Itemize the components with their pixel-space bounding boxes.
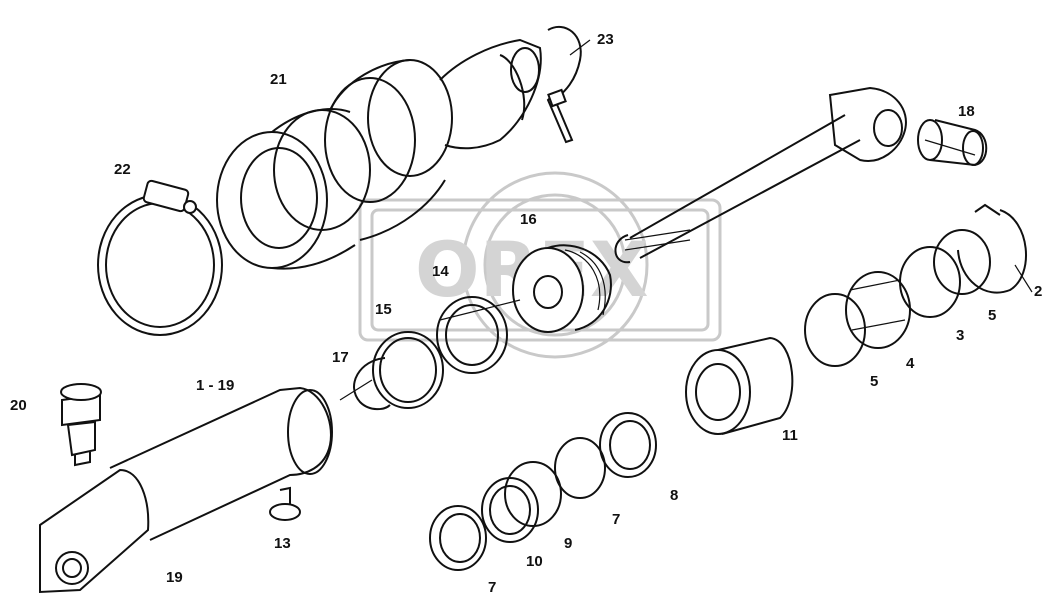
- ring-5-upper: [933, 229, 991, 295]
- circlip: [353, 357, 391, 411]
- callout-21: 21: [270, 71, 287, 88]
- rod-seal-4: [845, 271, 911, 349]
- leader-lines: [339, 39, 1033, 401]
- cylinder-barrel: [39, 386, 333, 594]
- callout-9: 9: [564, 535, 572, 552]
- grease-nipple: [60, 383, 102, 467]
- callout-7-upper: 7: [612, 511, 620, 528]
- ring-7-lower: [429, 505, 487, 571]
- callout-15: 15: [375, 301, 392, 318]
- piston: [512, 244, 612, 333]
- snap-ring: [957, 203, 1027, 294]
- callout-16: 16: [520, 211, 537, 228]
- callout-3: 3: [956, 327, 964, 344]
- callout-22: 22: [114, 161, 131, 178]
- callout-23: 23: [597, 31, 614, 48]
- bushing: [917, 119, 988, 167]
- wiper-ring-8: [599, 412, 657, 478]
- callout-11: 11: [782, 427, 798, 444]
- ring-7-upper: [554, 437, 606, 499]
- callout-2: 2: [1034, 283, 1042, 300]
- piston-seal: [436, 296, 508, 374]
- callout-5-upper: 5: [988, 307, 996, 324]
- cable-tie: [546, 25, 582, 144]
- part-callouts: 1 - 19 2 3 4 5 5 7 7 8 9 10 11 13 14 15 …: [10, 31, 1042, 596]
- callout-17: 17: [332, 349, 349, 366]
- seal-9: [504, 461, 562, 527]
- callout-13: 13: [274, 535, 291, 552]
- callout-4: 4: [906, 355, 915, 372]
- cylinder-gland: [685, 336, 794, 435]
- hose-clamp: [97, 179, 223, 336]
- cap-plug: [269, 486, 301, 521]
- seal-10: [481, 477, 539, 543]
- callout-14: 14: [432, 263, 449, 280]
- callout-5-lower: 5: [870, 373, 878, 390]
- bellows-boot: [216, 38, 542, 270]
- callout-20: 20: [10, 397, 27, 414]
- ring-5-lower: [804, 293, 866, 367]
- callout-19: 19: [166, 569, 183, 586]
- callout-7-lower: 7: [488, 579, 496, 596]
- callout-10: 10: [526, 553, 543, 570]
- callout-8: 8: [670, 487, 678, 504]
- guide-ring: [372, 331, 444, 409]
- piston-rod: [614, 86, 907, 264]
- callout-18: 18: [958, 103, 975, 120]
- callout-1-19: 1 - 19: [196, 377, 234, 394]
